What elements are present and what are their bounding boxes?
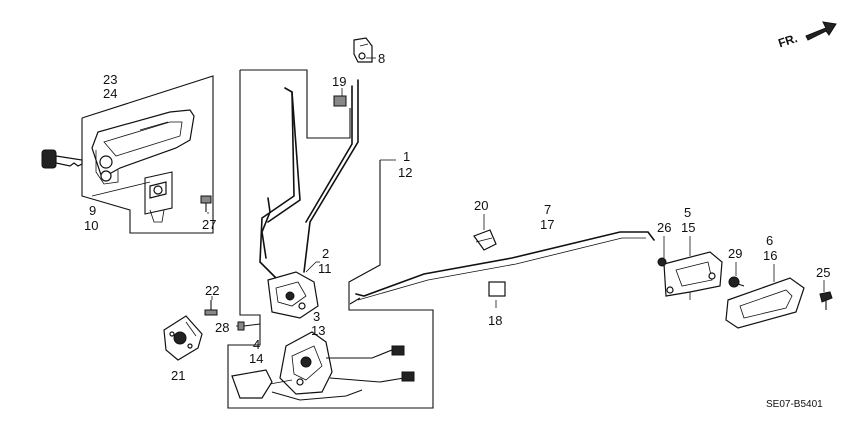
screw-25 (819, 291, 833, 310)
lock-rods (259, 79, 359, 279)
callout-10: 10 (84, 218, 98, 233)
outer-handle-frame (81, 75, 214, 234)
callout-8: 8 (378, 51, 385, 66)
actuator-cable-lower (329, 377, 405, 383)
callout-22: 22 (205, 283, 219, 298)
callout-6: 6 (766, 233, 773, 248)
callout-5: 5 (684, 205, 691, 220)
outer-door-handle (91, 109, 195, 179)
outer-handle-frame-lower (81, 118, 185, 234)
key-icon (41, 149, 83, 169)
inner-handle-rod-7 (349, 231, 655, 305)
callout-25: 25 (816, 265, 830, 280)
long-rod (355, 231, 655, 297)
callout-29: 29 (728, 246, 742, 261)
callouts: 23 24 9 10 27 19 8 1 12 2 11 22 28 3 13 … (84, 51, 830, 383)
rod-left (259, 87, 295, 279)
diagram-code: SE07-B5401 (766, 399, 823, 410)
callout-16: 16 (763, 248, 777, 263)
pad-18 (488, 281, 506, 297)
rod-lower-link (271, 389, 363, 401)
screw-22 (204, 300, 218, 316)
handle-bezel-6 (725, 277, 805, 329)
handle-pivot-lower (100, 170, 112, 182)
long-rod-lower (357, 237, 646, 301)
callout-17: 17 (540, 217, 554, 232)
handle-bracket (95, 150, 119, 185)
callout-20: 20 (474, 198, 488, 213)
callout-1: 1 (403, 149, 410, 164)
key-cylinder (144, 171, 173, 223)
rod-clip-8 (353, 37, 373, 63)
handle-grip (103, 121, 183, 157)
bolt-28 (237, 321, 261, 331)
clip-20 (473, 229, 497, 251)
callout-2: 2 (322, 246, 329, 261)
callout-26: 26 (657, 220, 671, 235)
callout-24: 24 (103, 86, 117, 101)
frame-outline (227, 70, 434, 409)
connector-upper (391, 345, 405, 356)
lower-lever (231, 369, 273, 399)
callout-12: 12 (398, 165, 412, 180)
rod-center-inner (305, 85, 353, 223)
direction-label: FR. (776, 31, 799, 50)
callout-3: 3 (313, 309, 320, 324)
callout-28: 28 (215, 320, 229, 335)
callout-4: 4 (253, 337, 260, 352)
arrow-head-icon (805, 21, 837, 41)
door-latch-2 (267, 261, 319, 319)
front-direction-arrow-icon: FR. (776, 21, 837, 50)
screw-29 (728, 276, 745, 288)
callout-19: 19 (332, 74, 346, 89)
callout-15: 15 (681, 220, 695, 235)
connector-lower (401, 371, 415, 382)
rod-left-inner (267, 91, 301, 223)
handle-pivot (99, 155, 113, 169)
latch-assembly-frame (227, 69, 434, 409)
callout-18: 18 (488, 313, 502, 328)
handle-slot (139, 121, 169, 131)
callout-27: 27 (202, 217, 216, 232)
callout-11: 11 (318, 261, 332, 276)
leader-line (91, 181, 151, 197)
callout-21: 21 (171, 368, 185, 383)
outer-handle-assembly (41, 75, 214, 234)
actuator-cable (326, 349, 403, 359)
callout-14: 14 (249, 351, 263, 366)
callout-23: 23 (103, 72, 117, 87)
door-latch-3 (231, 331, 415, 401)
frame-top-left (240, 69, 351, 139)
screw-27 (200, 195, 212, 212)
striker-21 (163, 315, 203, 361)
rod-center (303, 79, 359, 273)
clip-19 (333, 95, 347, 107)
callout-13: 13 (311, 323, 325, 338)
rod-lower (261, 197, 271, 259)
rod-end (349, 297, 361, 305)
nut-26 (657, 257, 667, 267)
callout-7: 7 (544, 202, 551, 217)
inner-handle-5 (663, 251, 723, 300)
leader-lines (207, 57, 825, 327)
callout-9: 9 (89, 203, 96, 218)
